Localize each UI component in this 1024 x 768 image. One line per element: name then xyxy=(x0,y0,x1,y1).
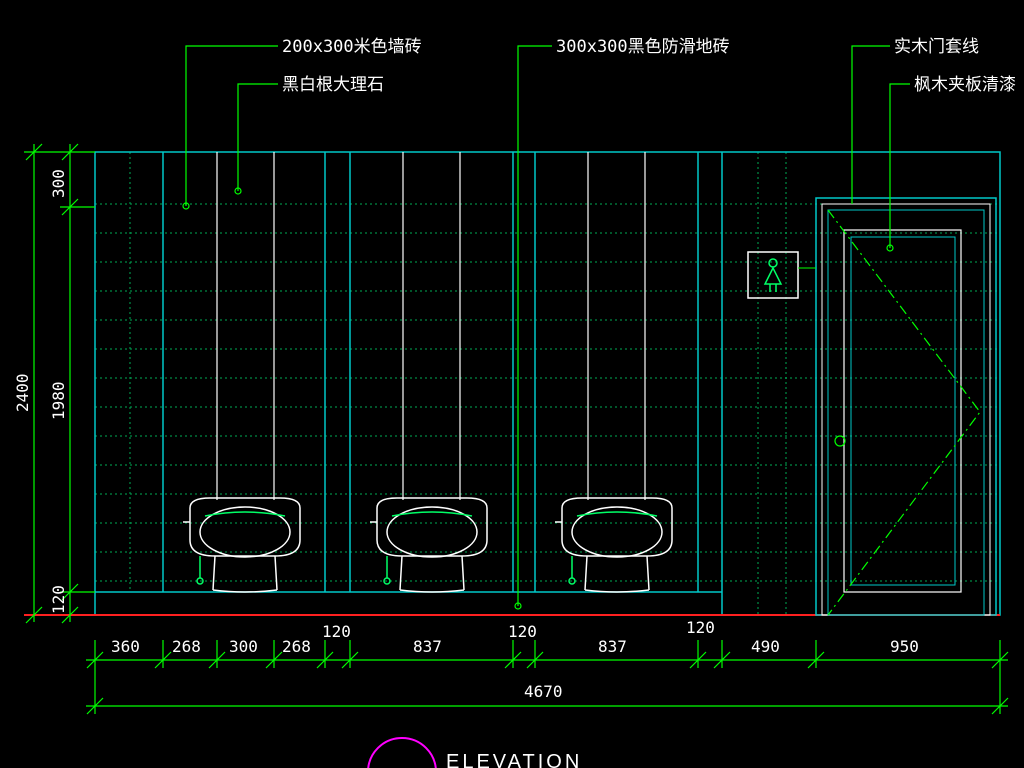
door-frame-label: 实木门套线 xyxy=(894,37,979,57)
door-panel-label: 枫木夹板清漆 xyxy=(914,75,1016,95)
dim-segment: 360 xyxy=(111,637,140,656)
dim-segment: 268 xyxy=(172,637,201,656)
dim-segment: 268 xyxy=(282,637,311,656)
marble-strips xyxy=(216,152,646,500)
dim-total-width: 4670 xyxy=(524,682,563,701)
dim-middle-height: 1980 xyxy=(49,381,68,420)
dim-segment: 837 xyxy=(598,637,627,656)
door-handle xyxy=(834,435,846,447)
dim-segment: 950 xyxy=(890,637,919,656)
dim-top-height: 300 xyxy=(49,169,68,198)
dim-segment: 300 xyxy=(229,637,258,656)
wall-tile-grid xyxy=(95,152,1000,615)
dim-bottom-height: 120 xyxy=(49,585,68,614)
horizontal-dimensions xyxy=(86,640,1009,715)
dim-overall-height: 2400 xyxy=(13,373,32,412)
marble-label: 黑白根大理石 xyxy=(282,75,384,95)
female-restroom-icon xyxy=(747,251,799,299)
annotation-leaders xyxy=(182,45,910,610)
title-marker-circle xyxy=(367,737,437,768)
drawing-title: ELEVATION xyxy=(446,751,582,768)
dim-segment: 120 xyxy=(508,622,537,641)
door xyxy=(815,197,997,616)
dim-segment: 490 xyxy=(751,637,780,656)
dim-segment: 837 xyxy=(413,637,442,656)
wall-tile-label: 200x300米色墙砖 xyxy=(282,37,422,57)
vertical-dimensions xyxy=(24,143,95,624)
wall-hung-basin-icon xyxy=(183,497,673,593)
floor-tile-label: 300x300黑色防滑地砖 xyxy=(556,37,730,57)
wall-outline xyxy=(94,151,1001,616)
dim-segment: 120 xyxy=(686,618,715,637)
dim-segment: 120 xyxy=(322,622,351,641)
